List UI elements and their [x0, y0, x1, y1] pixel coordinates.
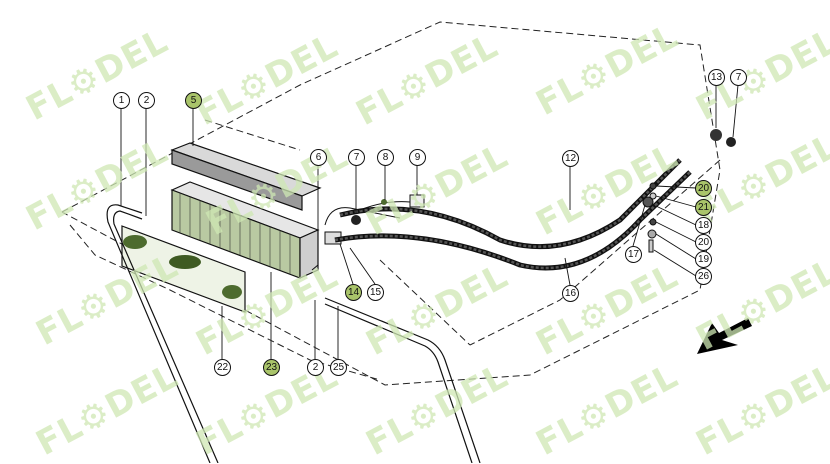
part-callout-7[interactable]: 7	[348, 149, 365, 166]
part-callout-26[interactable]: 26	[695, 268, 712, 285]
part-callout-6[interactable]: 6	[310, 149, 327, 166]
leader-lines	[120, 84, 739, 359]
mounting-hardware	[642, 182, 657, 253]
part-callout-25[interactable]: 25	[330, 359, 347, 376]
grommet-part-7	[351, 215, 361, 225]
grommet-part-7b	[726, 137, 736, 147]
part-callout-23[interactable]: 23	[263, 359, 280, 376]
part-callout-22[interactable]: 22	[214, 359, 231, 376]
part-callout-2[interactable]: 2	[138, 92, 155, 109]
part-callout-1[interactable]: 1	[113, 92, 130, 109]
part-callout-8[interactable]: 8	[377, 149, 394, 166]
part-callout-17[interactable]: 17	[625, 246, 642, 263]
grommet-part-13	[710, 129, 722, 141]
evaporator-part-23	[170, 181, 320, 279]
hose-part-16	[334, 170, 692, 271]
part-callout-14[interactable]: 14	[345, 284, 362, 301]
filter-panel-part-22	[121, 225, 246, 313]
part-callout-20[interactable]: 20	[695, 180, 712, 197]
drain-hose-part-25	[324, 297, 481, 463]
arrow-down-left-icon	[697, 318, 752, 354]
switch-part-9	[359, 194, 425, 211]
duct-part-5	[170, 142, 322, 211]
part-callout-13[interactable]: 13	[708, 69, 725, 86]
part-callout-9[interactable]: 9	[409, 149, 426, 166]
hose-part-12	[339, 158, 682, 250]
part-callout-12[interactable]: 12	[562, 150, 579, 167]
part-callout-19[interactable]: 19	[695, 251, 712, 268]
part-callout-5[interactable]: 5	[185, 92, 202, 109]
drain-hose-part-1	[106, 204, 219, 463]
part-callout-2[interactable]: 2	[307, 359, 324, 376]
part-callout-7[interactable]: 7	[730, 69, 747, 86]
part-callout-15[interactable]: 15	[367, 284, 384, 301]
part-callout-20[interactable]: 20	[695, 234, 712, 251]
part-callout-16[interactable]: 16	[562, 285, 579, 302]
part-callout-18[interactable]: 18	[695, 217, 712, 234]
part-callout-21[interactable]: 21	[695, 199, 712, 216]
